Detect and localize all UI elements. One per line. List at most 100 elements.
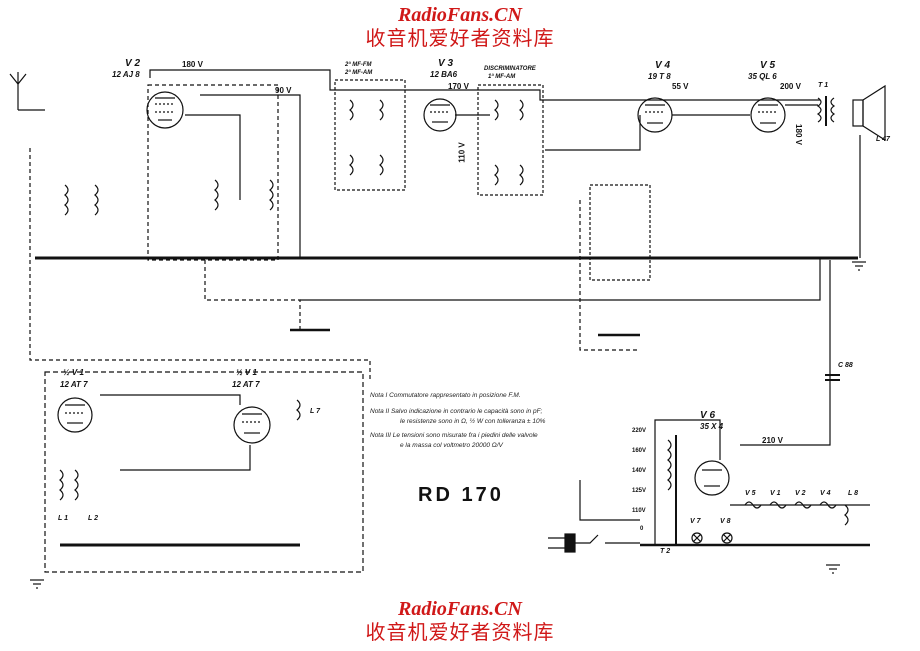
switch-linkage-left: [29, 148, 371, 380]
label-v7: V 7: [690, 518, 701, 525]
label-l1: L 1: [58, 515, 68, 522]
b90-rail: [200, 94, 301, 258]
tube-v5: [750, 97, 786, 133]
coil-l1: [59, 469, 64, 501]
label-l2: L 2: [88, 515, 98, 522]
note-2: Nota II Salvo indicazione in contrario l…: [370, 408, 543, 415]
antenna-icon: [9, 72, 45, 111]
tube-v3-type: 12 BA6: [430, 70, 458, 79]
watermark-chinese-bottom: 收音机爱好者资料库: [365, 620, 555, 644]
label-t1: T 1: [818, 82, 829, 89]
label-heater-v2: V 2: [795, 490, 806, 497]
fm-tuner-box: [44, 371, 364, 573]
b-plus-rail-right: [440, 89, 820, 101]
tube-v6-name: V 6: [700, 410, 716, 421]
heater-filaments: [744, 501, 837, 509]
tube-v6: [694, 460, 730, 496]
tube-v4: [637, 97, 673, 133]
tube-v5-name: V 5: [760, 60, 776, 71]
watermark-bottom: RadioFans.CN 收音机爱好者资料库: [0, 598, 920, 644]
coil-if1c: [349, 154, 354, 176]
rectifier-feed: [654, 419, 721, 460]
watermark-chinese: 收音机爱好者资料库: [365, 26, 555, 50]
tube-v1b: [233, 406, 271, 444]
mains-wire: [579, 480, 640, 521]
coil-discr-c: [494, 164, 499, 186]
mains-plug-icon: [548, 533, 640, 553]
speaker-icon: [852, 84, 886, 142]
note-1: Nota I Commutatore rappresentato in posi…: [370, 392, 521, 399]
coil-if1b: [379, 99, 384, 121]
ground-icon-fm: [30, 579, 44, 589]
tube-v2-type: 12 AJ 8: [112, 70, 140, 79]
coil-l36: [214, 179, 219, 211]
detector-box: [589, 184, 651, 281]
tube-v1a-type: 12 AT 7: [60, 380, 88, 389]
if-can-1: [334, 79, 406, 191]
voltage-90: 90 V: [275, 86, 292, 95]
tube-v1b-type: 12 AT 7: [232, 380, 260, 389]
voltage-180: 180 V: [182, 60, 203, 69]
tap-160: 160V: [632, 448, 647, 454]
label-heater-v4: V 4: [820, 490, 831, 497]
coil-l32: [94, 184, 99, 216]
tube-v2-name: V 2: [125, 58, 141, 69]
label-l8: L 8: [848, 490, 858, 497]
coil-l31: [64, 184, 69, 216]
coil-l7: [296, 399, 301, 421]
voltage-210: 210 V: [762, 436, 783, 445]
tube-v5-type: 35 QL 6: [748, 72, 777, 81]
coil-l2: [74, 469, 79, 501]
ground-icon: [852, 261, 866, 271]
switch-linkage-right: [579, 200, 640, 351]
coil-l38: [269, 179, 274, 211]
b-plus-supply: [740, 260, 831, 446]
label-t2: T 2: [660, 548, 671, 555]
wire-fm-top: [100, 394, 241, 405]
voltage-170: 170 V: [448, 82, 469, 91]
label-c88: C 88: [838, 362, 853, 369]
watermark-site-bottom: RadioFans.CN: [398, 598, 522, 620]
wire-fm-mid: [120, 445, 251, 471]
label-l47: L 47: [876, 136, 890, 143]
tube-v4-type: 19 T 8: [648, 72, 671, 81]
tube-v4-name: V 4: [655, 60, 671, 71]
tap-110: 110V: [632, 508, 646, 514]
if-can-discriminator: [477, 84, 544, 196]
coil-discr-b: [519, 99, 524, 121]
pilot-lamp-v7: [691, 532, 703, 544]
block-mf-am: 2ª MF-AM: [345, 70, 373, 76]
label-v8: V 8: [720, 518, 731, 525]
voltage-200: 200 V: [780, 82, 801, 91]
block-discriminator: DISCRIMINATORE: [484, 66, 536, 72]
tap-0: 0: [640, 526, 644, 532]
transformer-t2: [654, 430, 677, 545]
voltage-55: 55 V: [672, 82, 689, 91]
tube-v1b-name: ½ V 1: [236, 368, 257, 377]
model-title: RD 170: [418, 484, 504, 506]
voltage-180b: 180 V: [793, 124, 803, 145]
label-heater-v1: V 1: [770, 490, 781, 497]
wire-audio: [545, 115, 641, 151]
tap-220: 220V: [632, 428, 647, 434]
voltage-110: 110 V: [457, 142, 467, 163]
coil-if1a: [349, 99, 354, 121]
oscillator-can: [147, 84, 279, 261]
wire-bottom: [300, 258, 821, 301]
wire-v2-plate: [185, 114, 241, 200]
block-mf-am-1: 1ª MF-AM: [488, 74, 516, 80]
label-l7: L 7: [310, 408, 320, 415]
b-plus-rail: [149, 69, 440, 91]
coil-l8: [844, 504, 849, 526]
transformer-t1: [816, 96, 836, 126]
tube-v3: [423, 98, 457, 132]
coil-discr-a: [494, 99, 499, 121]
tap-125: 125V: [632, 488, 647, 494]
block-mf-fm: 2ª MF-FM: [345, 62, 372, 68]
tube-v1a-name: ½ V 1: [63, 368, 84, 377]
switch-linkage-mid: [204, 260, 301, 330]
label-heater-v5: V 5: [745, 490, 756, 497]
note-3b: e la massa col voltmetro 20000 Ω/V: [400, 442, 503, 449]
